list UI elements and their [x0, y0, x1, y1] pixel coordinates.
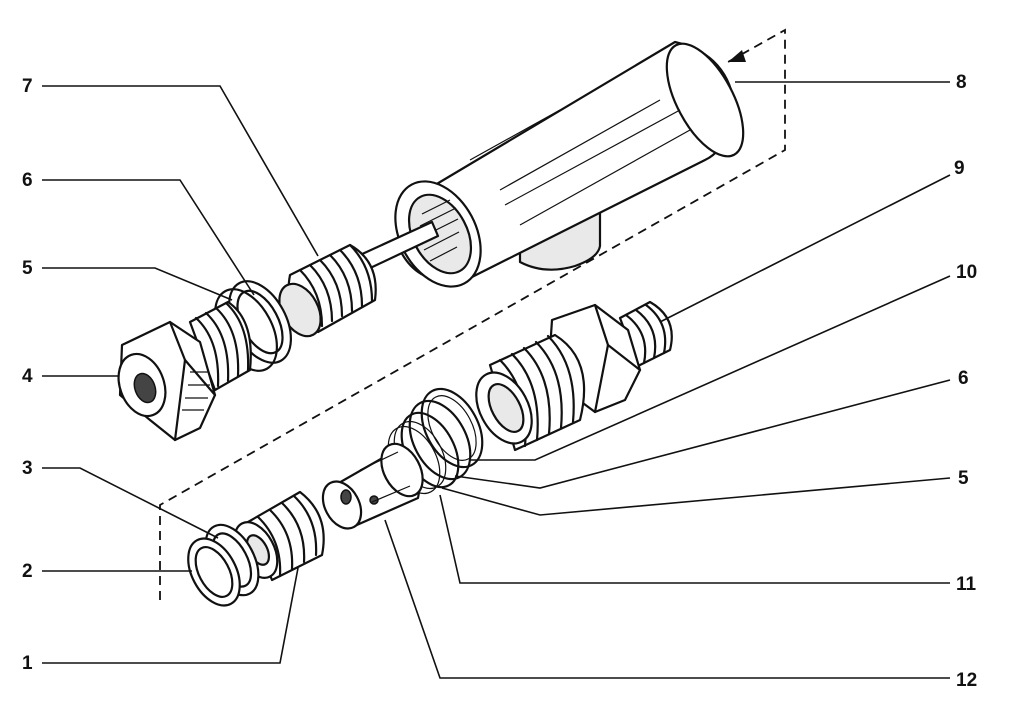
- callout-4: 4: [22, 366, 33, 387]
- part-2-ring: [187, 537, 241, 607]
- axis-arrow-icon: [728, 50, 746, 62]
- callout-3: 3: [22, 458, 33, 479]
- part-9-hex-union-fitting: [475, 300, 673, 452]
- callout-6-right: 6: [958, 368, 969, 389]
- callout-2: 2: [22, 561, 33, 582]
- callout-7: 7: [22, 76, 33, 97]
- callout-12: 12: [956, 670, 977, 691]
- callout-8: 8: [956, 72, 967, 93]
- callout-5-left: 5: [22, 258, 33, 279]
- assembly-axis-dashed: [159, 28, 786, 600]
- callout-11: 11: [956, 574, 977, 595]
- part-12-valve-stem: [321, 442, 424, 530]
- callout-1: 1: [22, 653, 33, 674]
- callout-9: 9: [954, 158, 965, 179]
- callout-10: 10: [956, 262, 977, 283]
- callout-labels: 7 6 5 4 3 2 1 8 9 10 6 5 11 12: [22, 72, 977, 691]
- callout-5-right: 5: [958, 468, 969, 489]
- part-7-threaded-stem: [278, 220, 440, 338]
- callout-6-left: 6: [22, 170, 33, 191]
- leader-lines: [42, 81, 951, 679]
- part-8-tee-housing: [394, 40, 745, 288]
- part-4-hex-cap-nut: [117, 300, 252, 442]
